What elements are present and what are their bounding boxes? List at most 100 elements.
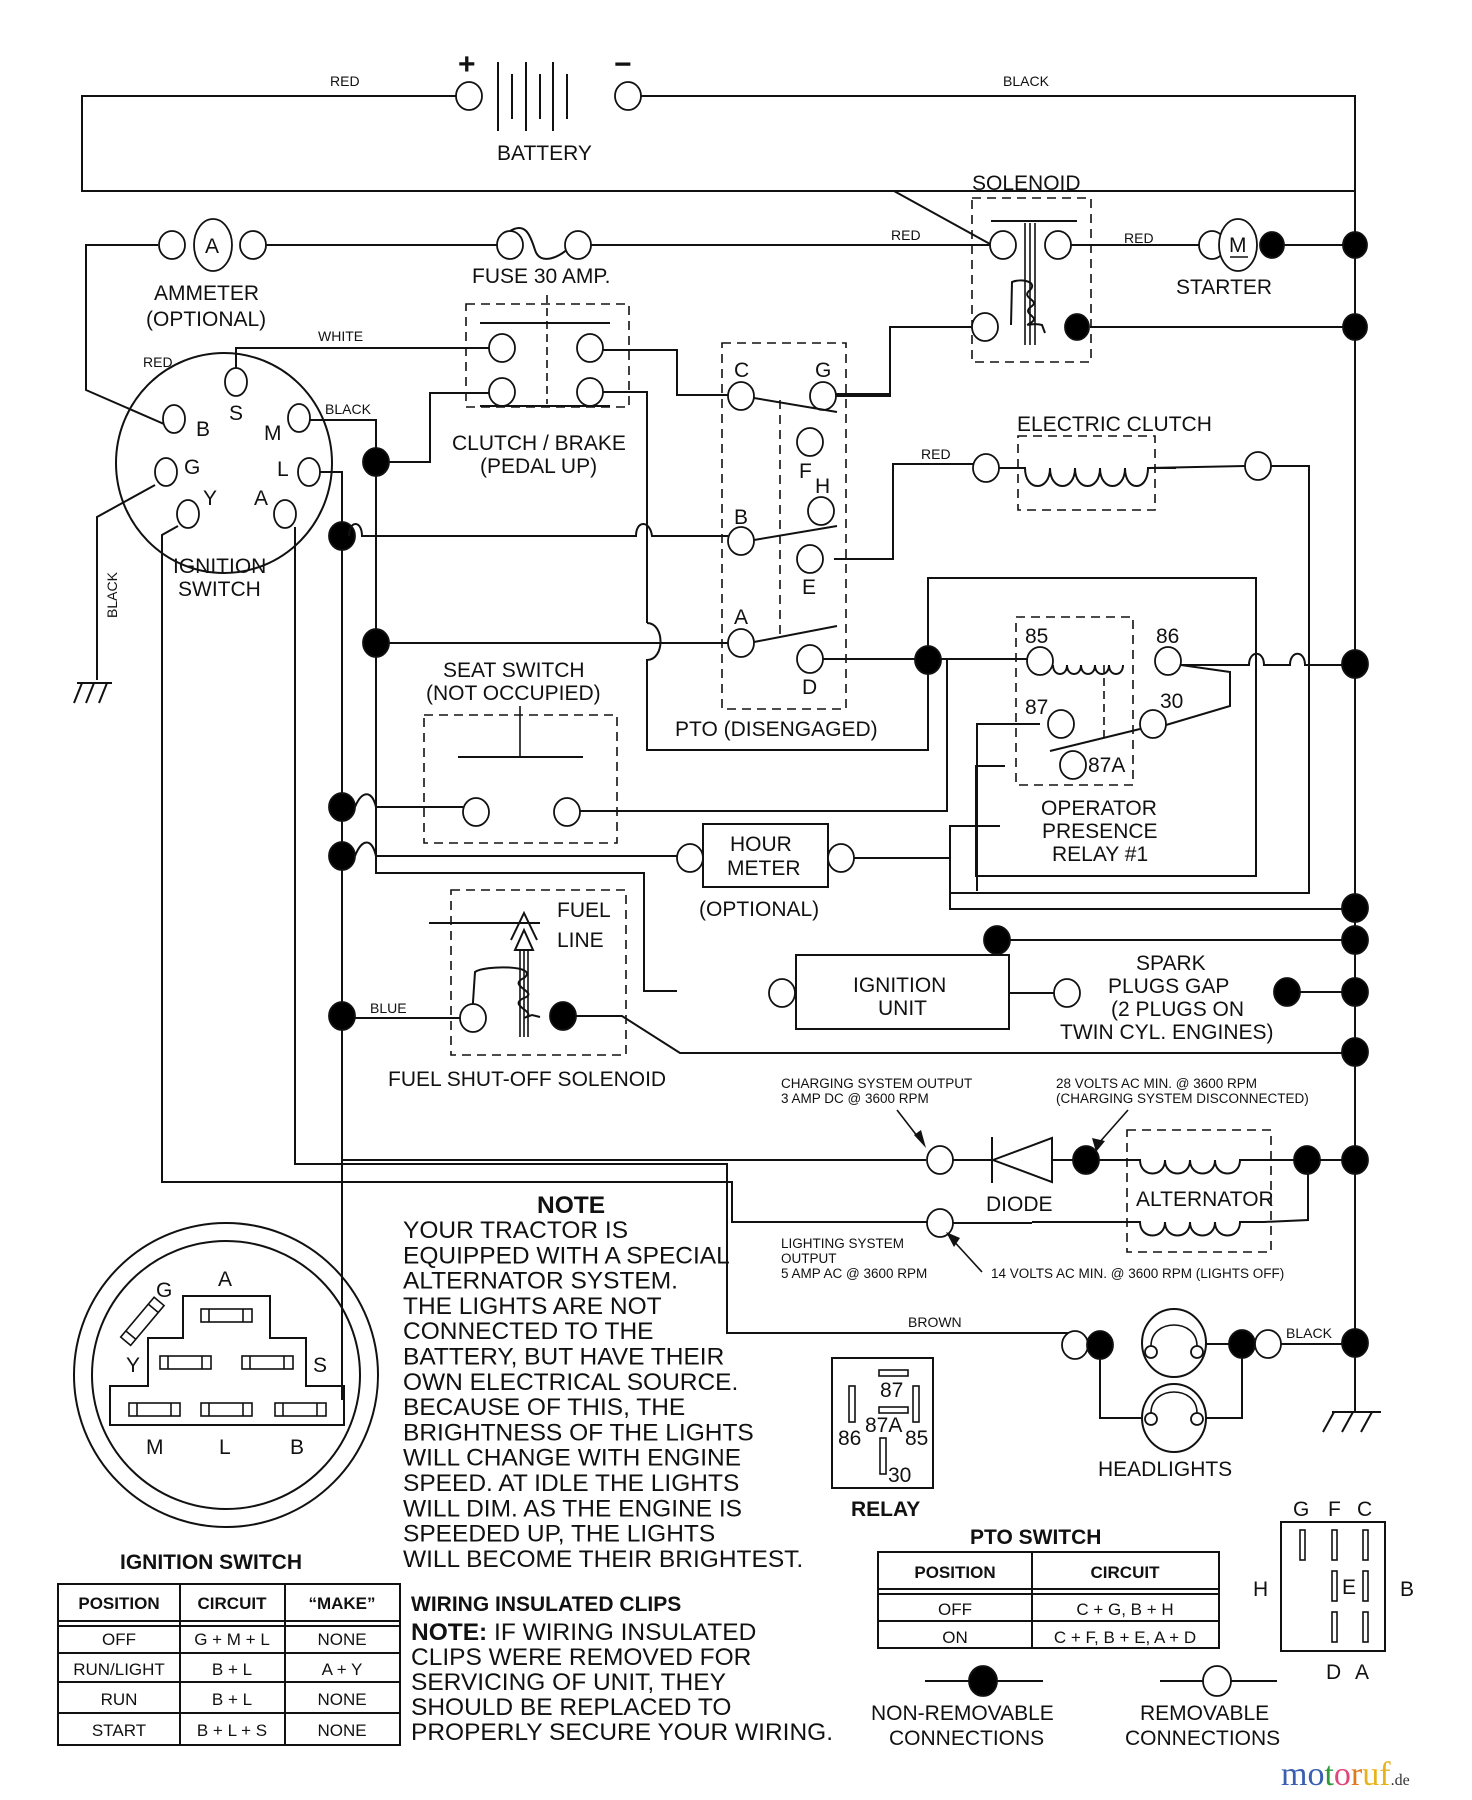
logo-letter: r: [1351, 1756, 1363, 1793]
wire-label-red: RED: [143, 354, 173, 370]
relay-label-3: RELAY #1: [1052, 843, 1148, 866]
ignition-unit-label: IGNITION: [853, 974, 946, 997]
hour-meter-label-2: METER: [727, 857, 801, 880]
wire-label-white: WHITE: [318, 328, 363, 344]
table-cell: NONE: [317, 1690, 366, 1709]
electric-clutch: ELECTRIC CLUTCH: [972, 413, 1272, 511]
wire-label-red: RED: [330, 73, 360, 89]
logo-suffix: .de: [1391, 1772, 1410, 1789]
wire-label-red: RED: [891, 227, 921, 243]
relay-title: RELAY: [851, 1498, 920, 1521]
clutch-brake-label: CLUTCH / BRAKE: [452, 432, 626, 455]
spark-plugs-label: SPARK: [1136, 952, 1206, 975]
logo-letter: f: [1379, 1756, 1391, 1793]
battery-neg-terminal: [614, 81, 642, 111]
charging-output-value: 3 AMP DC @ 3600 RPM: [781, 1091, 929, 1106]
arrow-up-icon: [510, 910, 538, 941]
face-label-a: A: [218, 1268, 232, 1291]
charging-output-label: CHARGING SYSTEM OUTPUT: [781, 1076, 972, 1091]
legend-removable: REMOVABLE: [1140, 1702, 1269, 1725]
lighting-output-label-2: OUTPUT: [781, 1251, 837, 1266]
table-cell: A + Y: [322, 1660, 363, 1679]
face-label-s: S: [313, 1354, 327, 1377]
pto-face-d: D: [1326, 1661, 1341, 1684]
minus-icon: −: [614, 48, 632, 81]
table-header-cell: CIRCUIT: [198, 1594, 268, 1613]
table-cell: B + L: [212, 1690, 252, 1709]
fuse-icon: [509, 226, 573, 260]
non-removable-connection-icon: [968, 1665, 998, 1697]
logo-letter: m: [1281, 1756, 1307, 1793]
table-cell: C + G, B + H: [1076, 1600, 1173, 1619]
pto-face-f: F: [1328, 1498, 1341, 1521]
terminal-b: B: [196, 418, 210, 441]
motor-icon: [1218, 218, 1258, 272]
wire-label-black: BLACK: [1286, 1325, 1333, 1341]
terminal-a: A: [254, 487, 268, 510]
volts14-label: 14 VOLTS AC MIN. @ 3600 RPM (LIGHTS OFF): [991, 1266, 1284, 1281]
terminal-m: M: [264, 422, 282, 445]
relay-terminal-30: 30: [1160, 690, 1183, 713]
wire-label-brown: BROWN: [908, 1314, 962, 1330]
terminal-y: Y: [203, 487, 217, 510]
table-cell: NONE: [317, 1630, 366, 1649]
spark-plugs-label-2: PLUGS GAP: [1108, 975, 1229, 998]
relay-pin-87: 87: [880, 1379, 903, 1402]
table-cell: OFF: [938, 1600, 972, 1619]
seat-switch-label: SEAT SWITCH: [443, 659, 585, 682]
clips-note-line: SHOULD BE REPLACED TO: [411, 1694, 731, 1721]
fuel-shutoff-solenoid: FUEL LINE FUEL SHUT-OFF SOLENOID: [388, 889, 666, 1091]
logo-text: motoruf.de: [1281, 1756, 1410, 1793]
watermark-logo: motoruf.de: [1281, 1756, 1410, 1793]
note-line: WILL DIM. AS THE ENGINE IS: [403, 1495, 742, 1522]
pto-table-title: PTO SWITCH: [970, 1526, 1101, 1549]
alternator-coil-icon: [1099, 1159, 1260, 1175]
logo-letter: o: [1334, 1756, 1351, 1793]
ignition-switch: S B M G L Y A IGNITION SWITCH: [115, 352, 333, 601]
ammeter-icon: [193, 218, 233, 272]
lighting-output-label: LIGHTING SYSTEM: [781, 1236, 904, 1251]
battery: RED + − BATTERY BLACK: [81, 48, 1356, 1412]
pto-terminal-e: E: [802, 576, 816, 599]
terminal-l: L: [277, 458, 289, 481]
pto-terminal-c: C: [734, 359, 749, 382]
table-cell: G + M + L: [194, 1630, 270, 1649]
pto-pinout: G F C H E B D A: [1253, 1498, 1414, 1684]
fuel-solenoid-label: FUEL SHUT-OFF SOLENOID: [388, 1068, 666, 1091]
note-line: YOUR TRACTOR IS: [403, 1217, 628, 1244]
clutch-brake-label-2: (PEDAL UP): [480, 455, 597, 478]
logo-letter: u: [1362, 1756, 1379, 1793]
seat-switch: SEAT SWITCH (NOT OCCUPIED): [423, 659, 618, 844]
diode-label: DIODE: [986, 1193, 1053, 1216]
note-line: THE LIGHTS ARE NOT: [403, 1293, 662, 1320]
ignition-table-title: IGNITION SWITCH: [120, 1551, 302, 1574]
wire-label-red: RED: [921, 446, 951, 462]
wire-battery-red: [81, 95, 1355, 192]
table-cell: RUN: [101, 1690, 138, 1709]
relay-pin-86: 86: [838, 1427, 861, 1450]
battery-label: BATTERY: [497, 142, 592, 165]
face-label-b: B: [290, 1436, 304, 1459]
hour-meter-label: HOUR: [730, 833, 792, 856]
note-line: WILL BECOME THEIR BRIGHTEST.: [403, 1546, 803, 1573]
motor-symbol: M: [1229, 234, 1247, 257]
clips-note-title: WIRING INSULATED CLIPS: [411, 1593, 681, 1616]
fuel-line-label-2: LINE: [557, 929, 604, 952]
wire-label-blue: BLUE: [370, 1000, 407, 1016]
solenoid-coil-icon: [1010, 279, 1046, 334]
pto-terminal-b: B: [734, 506, 748, 529]
pto-label: PTO (DISENGAGED): [675, 718, 878, 741]
face-label-l: L: [219, 1436, 231, 1459]
relay-pin-30: 30: [888, 1464, 911, 1487]
pto-switch: C G F H B E A D PTO (DISENGAGED): [675, 342, 878, 741]
pto-terminal-d: D: [802, 676, 817, 699]
spark-plugs-label-3: (2 PLUGS ON: [1111, 998, 1244, 1021]
clips-note: WIRING INSULATED CLIPS NOTE: IF WIRING I…: [411, 1593, 833, 1746]
battery-pos-terminal: [455, 81, 483, 111]
clips-note-first-line: NOTE: IF WIRING INSULATED: [411, 1619, 756, 1646]
ignition-unit: IGNITION UNIT: [768, 954, 1010, 1030]
fuse-label: FUSE 30 AMP.: [472, 265, 611, 288]
